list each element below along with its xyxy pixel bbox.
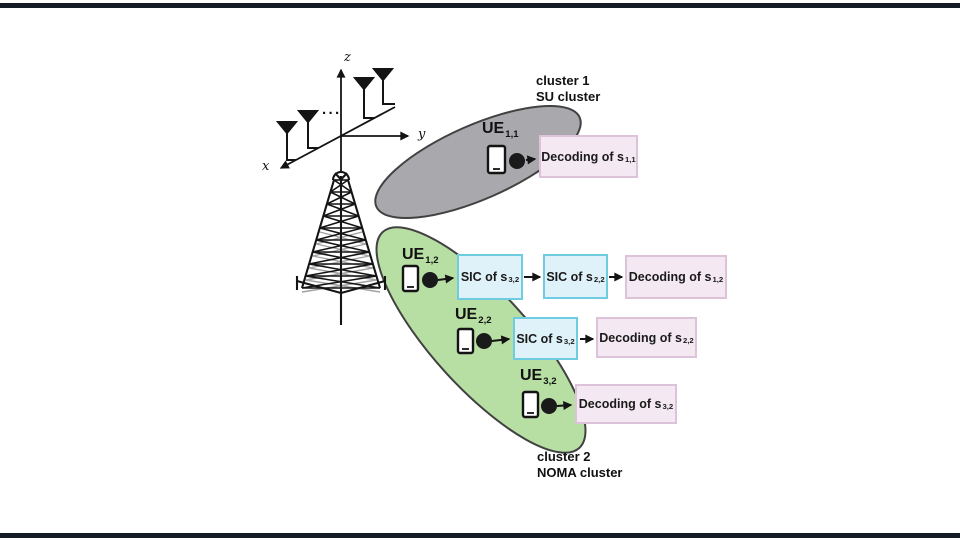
- box-subscript: 1,1: [624, 154, 636, 164]
- phone-icon: [521, 390, 540, 419]
- arrow: [556, 401, 573, 411]
- cluster2-label: cluster 2 NOMA cluster: [537, 449, 622, 482]
- z-axis-label: z: [344, 50, 351, 65]
- su-cluster-ellipse: [374, 104, 582, 220]
- box-subscript: 3,2: [508, 275, 520, 285]
- box-label: SIC of s: [516, 331, 563, 346]
- box-subscript: 3,2: [662, 402, 674, 412]
- antenna-ellipsis: ···: [322, 105, 342, 122]
- antenna-icon: [296, 110, 320, 149]
- x-axis: [279, 106, 396, 169]
- y-axis-label: y: [418, 127, 426, 142]
- cluster1-label-line2: SU cluster: [536, 89, 601, 105]
- signal-dot: [422, 272, 438, 288]
- ue-devices: [401, 144, 573, 419]
- ue-name: UE: [455, 306, 478, 323]
- box-label: Decoding of s: [599, 330, 682, 345]
- ue-1-2-label: UE1,2: [402, 246, 439, 267]
- cluster1-label: cluster 1 SU cluster: [536, 73, 600, 106]
- ue-2-2-label: UE2,2: [455, 306, 492, 327]
- arrow: [437, 274, 455, 284]
- cluster2-label-line2: NOMA cluster: [537, 465, 623, 481]
- signal-dot: [541, 398, 557, 414]
- antenna-array: [275, 68, 395, 161]
- ue-1-1-label: UE1,1: [482, 120, 519, 141]
- ue-3-2-label: UE3,2: [520, 367, 557, 388]
- signal-dot: [476, 333, 492, 349]
- ue-subscript: 2,2: [478, 315, 492, 327]
- cluster1-label-line1: cluster 1: [536, 73, 590, 88]
- ue-subscript: 1,1: [505, 129, 519, 141]
- antenna-icon: [352, 77, 376, 119]
- arrow: [525, 155, 537, 165]
- box-label: Decoding of s: [628, 270, 712, 284]
- box-subscript: 2,2: [593, 274, 605, 284]
- phone-icon: [401, 264, 420, 293]
- box-label: Decoding of s: [541, 149, 624, 164]
- box-subscript: 3,2: [563, 336, 575, 346]
- phone-icon: [456, 327, 475, 355]
- base-station-tower: [295, 171, 387, 325]
- x-axis-label: x: [262, 159, 270, 174]
- box-subscript: 2,2: [682, 335, 694, 345]
- ue-name: UE: [520, 367, 543, 384]
- tower-frame: [295, 171, 387, 325]
- ue-name: UE: [402, 246, 425, 263]
- antenna-icon: [371, 68, 395, 105]
- cluster2-label-line1: cluster 2: [537, 449, 591, 464]
- box-label: SIC of s: [546, 269, 593, 284]
- signal-dot: [509, 153, 525, 169]
- antenna-icon: [275, 121, 299, 161]
- box-label: SIC of s: [460, 270, 508, 284]
- phone-icon: [486, 144, 507, 175]
- ue-name: UE: [482, 120, 505, 137]
- bottom-frame-bar: [0, 533, 960, 538]
- ue-subscript: 3,2: [543, 376, 557, 388]
- coordinate-axes: [279, 68, 410, 172]
- box-subscript: 1,2: [712, 275, 724, 285]
- box-arrows: [524, 272, 624, 344]
- box-label: Decoding of s: [578, 397, 662, 411]
- top-frame-bar: [0, 3, 960, 8]
- arrow: [491, 335, 511, 345]
- ue-subscript: 1,2: [425, 255, 439, 267]
